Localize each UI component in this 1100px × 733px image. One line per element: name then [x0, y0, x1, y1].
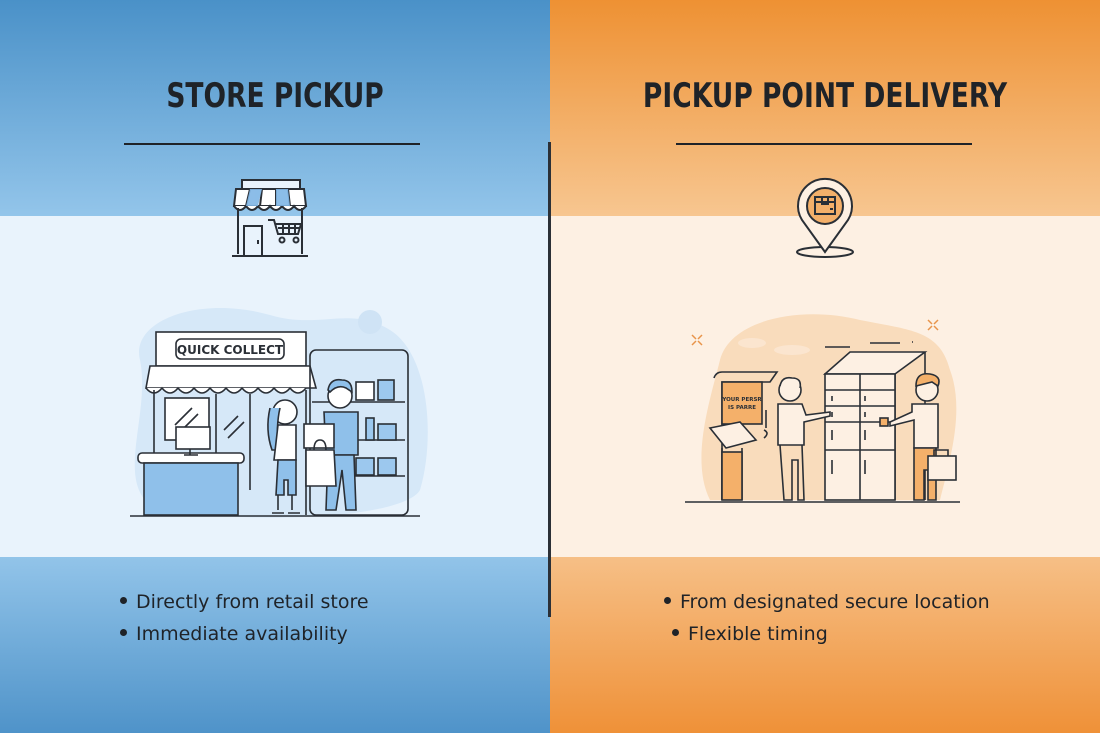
bullet-icon: [120, 597, 127, 604]
location-pin-parcel-icon: [796, 177, 854, 258]
title-underline: [676, 143, 972, 145]
list-item: Directly from retail store: [120, 588, 369, 620]
list-item: Flexible timing: [664, 620, 990, 652]
bullet-icon: [672, 629, 679, 636]
storefront-cart-icon: [232, 179, 308, 257]
bottom-band: [550, 557, 1100, 733]
list-item: From designated secure location: [664, 588, 990, 620]
feature-list: Directly from retail store Immediate ava…: [120, 588, 369, 652]
pickup-point-delivery-panel: PICKUP POINT DELIVERY: [550, 0, 1100, 733]
store-counter-handover-illustration: QUICK COLLECT: [130, 307, 428, 518]
bullet-icon: [120, 629, 127, 636]
kiosk-screen-text-1: YOUR PERSR: [721, 397, 762, 403]
bullet-icon: [664, 597, 671, 604]
feature-list: From designated secure location Flexible…: [664, 588, 990, 652]
bottom-band: [0, 557, 550, 733]
panel-title: PICKUP POINT DELIVERY: [642, 76, 1008, 116]
store-pickup-panel: STORE PICKUP: [0, 0, 550, 733]
quick-collect-sign: QUICK COLLECT: [177, 343, 284, 357]
parcel-locker-handover-illustration: YOUR PERSR IS PARRE: [685, 314, 960, 503]
list-item: Immediate availability: [120, 620, 369, 652]
title-underline: [124, 143, 420, 145]
panel-title: STORE PICKUP: [166, 76, 384, 116]
kiosk-screen-text-2: IS PARRE: [728, 405, 756, 411]
center-divider: [548, 142, 551, 617]
